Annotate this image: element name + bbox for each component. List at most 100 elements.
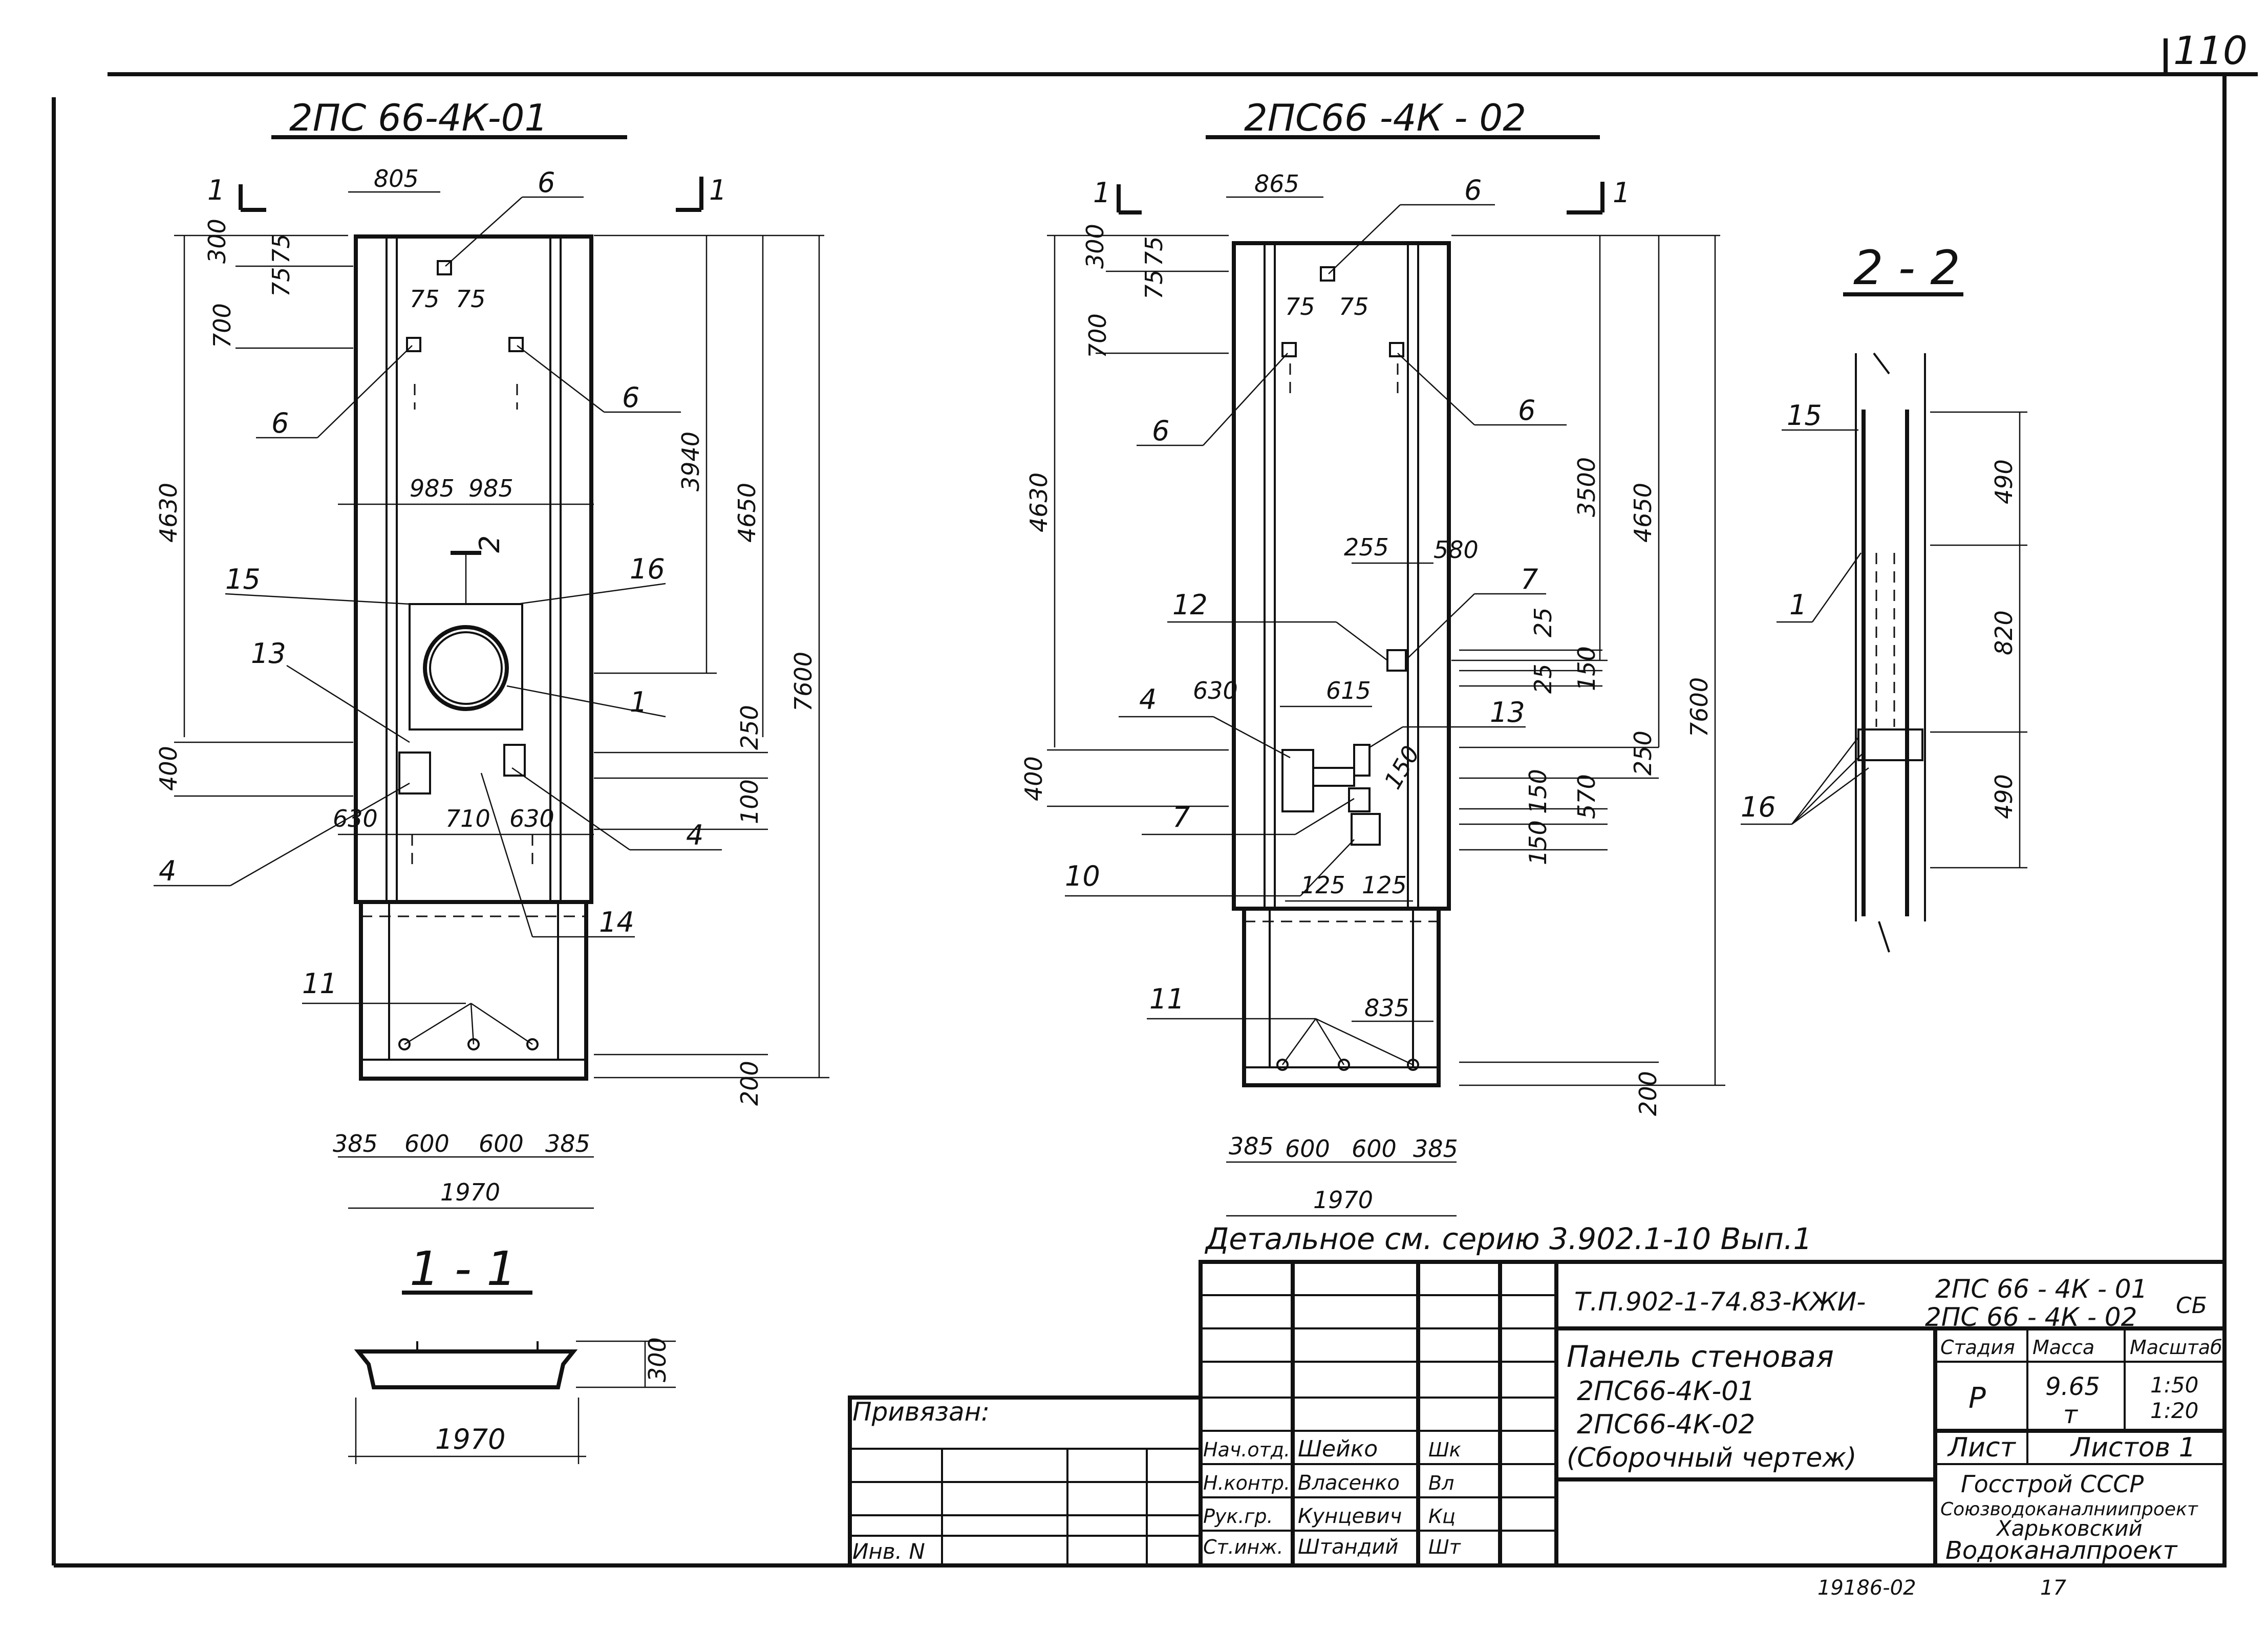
right-embed-6-left: [1281, 342, 1297, 357]
right-dim-b600a: 600: [1285, 1135, 1330, 1163]
staff-signature-2: Кц: [1428, 1505, 1456, 1528]
org-line-4: Водоканалпроект: [1945, 1536, 2178, 1565]
right-dim-4630: 4630: [1025, 473, 1053, 532]
right-dim-400: 400: [1020, 756, 1047, 801]
staff-role-0: Нач.отд.: [1203, 1438, 1290, 1461]
left-callout-6-top: 6: [538, 166, 555, 199]
right-dim-570: 570: [1573, 774, 1600, 819]
bound-label: Привязан:: [852, 1397, 990, 1427]
right-dim-75b: 75: [1140, 269, 1168, 299]
right-callout-6-top: 6: [1464, 174, 1482, 206]
right-callout-6-left: 6: [1152, 415, 1169, 447]
org-line-3: Харьковский: [1996, 1516, 2143, 1541]
left-callout-16: 16: [630, 553, 665, 585]
left-section-cut-2: 2: [474, 535, 506, 553]
left-pipe-opening: [423, 625, 509, 711]
right-callout-7-bottom: 7: [1172, 801, 1190, 833]
section-2-2: 2 - 2 490 820 490 15 1 16: [1741, 241, 2027, 953]
left-dim-400: 400: [155, 746, 182, 791]
staff-signature-3: Шт: [1428, 1536, 1462, 1558]
value-scale-2: 1:20: [2150, 1398, 2198, 1423]
value-stage: Р: [1969, 1382, 1986, 1415]
right-section-mark-a: 1: [1093, 177, 1110, 209]
left-dim-100: 100: [736, 779, 763, 824]
left-section-mark-a: 1: [207, 174, 225, 206]
left-callout-6-left: 6: [271, 407, 289, 439]
inventory-label: Инв. N: [852, 1539, 925, 1564]
right-callout-6-right: 6: [1518, 394, 1535, 426]
right-dim-580: 580: [1433, 536, 1479, 564]
left-view-title: 2ПС 66-4К-01: [289, 96, 548, 139]
right-panel-base: [1242, 907, 1441, 1087]
document-code: Т.П.902-1-74.83-КЖИ-: [1574, 1287, 1866, 1317]
staff-name-0: Шейко: [1298, 1436, 1378, 1462]
sheet-number: 110: [2173, 28, 2248, 73]
left-dim-75a: 75: [267, 233, 295, 264]
left-dim-total: 1970: [440, 1178, 500, 1206]
left-dim-250: 250: [736, 705, 763, 750]
right-view: 2ПС66 -4К - 02 1 1 865 300: [1020, 96, 1725, 1217]
right-dim-25b: 25: [1529, 663, 1557, 694]
left-panel-base: [359, 900, 588, 1081]
left-callout-4-right: 4: [686, 819, 703, 851]
right-dim-700: 700: [1084, 313, 1111, 358]
section-2-2-callout-1: 1: [1789, 589, 1807, 621]
right-callout-7-top: 7: [1521, 563, 1538, 595]
left-dim-200: 200: [736, 1061, 763, 1106]
right-dim-835: 835: [1364, 994, 1409, 1022]
left-callout-6-right: 6: [622, 381, 639, 414]
right-dim-3500: 3500: [1573, 457, 1600, 517]
left-dim-b600b: 600: [479, 1130, 524, 1157]
left-dim-630b: 630: [509, 805, 554, 832]
footer-number: 19186-02: [1817, 1576, 1916, 1600]
left-embed-6-top: [437, 260, 452, 275]
right-dim-615: 615: [1326, 677, 1371, 704]
right-section-mark-b: 1: [1613, 177, 1630, 209]
left-callout-13: 13: [251, 637, 286, 670]
right-embed-6-top: [1320, 266, 1335, 282]
staff-role-1: Н.контр.: [1203, 1472, 1290, 1494]
left-section-mark-b: 1: [709, 174, 726, 206]
right-callout-11: 11: [1149, 983, 1185, 1015]
sheet-label: Лист: [1947, 1432, 2016, 1463]
left-view: 2ПС 66-4К-01 1 1: [154, 96, 829, 1209]
left-dim-3940: 3940: [677, 432, 704, 491]
right-dim-b385a: 385: [1229, 1132, 1274, 1160]
mark-suffix: СБ: [2176, 1293, 2207, 1319]
left-callout-14: 14: [599, 906, 634, 938]
left-embed-6-right: [508, 337, 524, 352]
description-line-4: (Сборочный чертеж): [1567, 1443, 1857, 1473]
left-panel-outline: [354, 234, 593, 904]
right-callout-13: 13: [1490, 696, 1525, 728]
right-dim-total: 1970: [1313, 1186, 1373, 1214]
staff-name-3: Штандий: [1298, 1535, 1398, 1559]
right-dim-top-width: 865: [1254, 170, 1299, 198]
right-embed-6-right: [1389, 342, 1404, 357]
staff-signature-1: Вл: [1428, 1472, 1454, 1494]
left-callout-4-left: 4: [159, 855, 176, 887]
left-dim-b600a: 600: [404, 1130, 450, 1157]
right-dim-75d: 75: [1339, 293, 1369, 320]
left-dim-700: 700: [208, 303, 236, 348]
section-1-1: 1 - 1 300 1970: [348, 1241, 676, 1464]
description-line-2: 2ПС66-4К-01: [1577, 1376, 1755, 1407]
right-dim-b385b: 385: [1413, 1135, 1458, 1163]
right-embed-10: [1351, 813, 1381, 846]
section-2-2-dim-490b: 490: [1990, 774, 2018, 819]
org-line-2: Союзводоканалниипроект: [1940, 1499, 2198, 1520]
header-scale: Масштаб: [2130, 1336, 2222, 1359]
staff-name-2: Кунцевич: [1298, 1505, 1402, 1528]
right-dim-150d: 150: [1524, 820, 1552, 865]
description-line-3: 2ПС66-4К-02: [1577, 1409, 1755, 1440]
left-dim-630a: 630: [333, 805, 378, 832]
right-embed-12: [1386, 649, 1407, 672]
left-dim-985a: 985: [410, 475, 455, 502]
header-mass: Масса: [2032, 1336, 2094, 1359]
right-dim-255: 255: [1344, 533, 1389, 561]
left-dim-7600: 7600: [789, 652, 817, 712]
staff-role-3: Ст.инж.: [1203, 1536, 1283, 1558]
left-dim-985b: 985: [468, 475, 513, 502]
value-scale-1: 1:50: [2150, 1372, 2198, 1398]
left-dim-75d: 75: [456, 285, 486, 313]
header-stage: Стадия: [1940, 1336, 2015, 1359]
